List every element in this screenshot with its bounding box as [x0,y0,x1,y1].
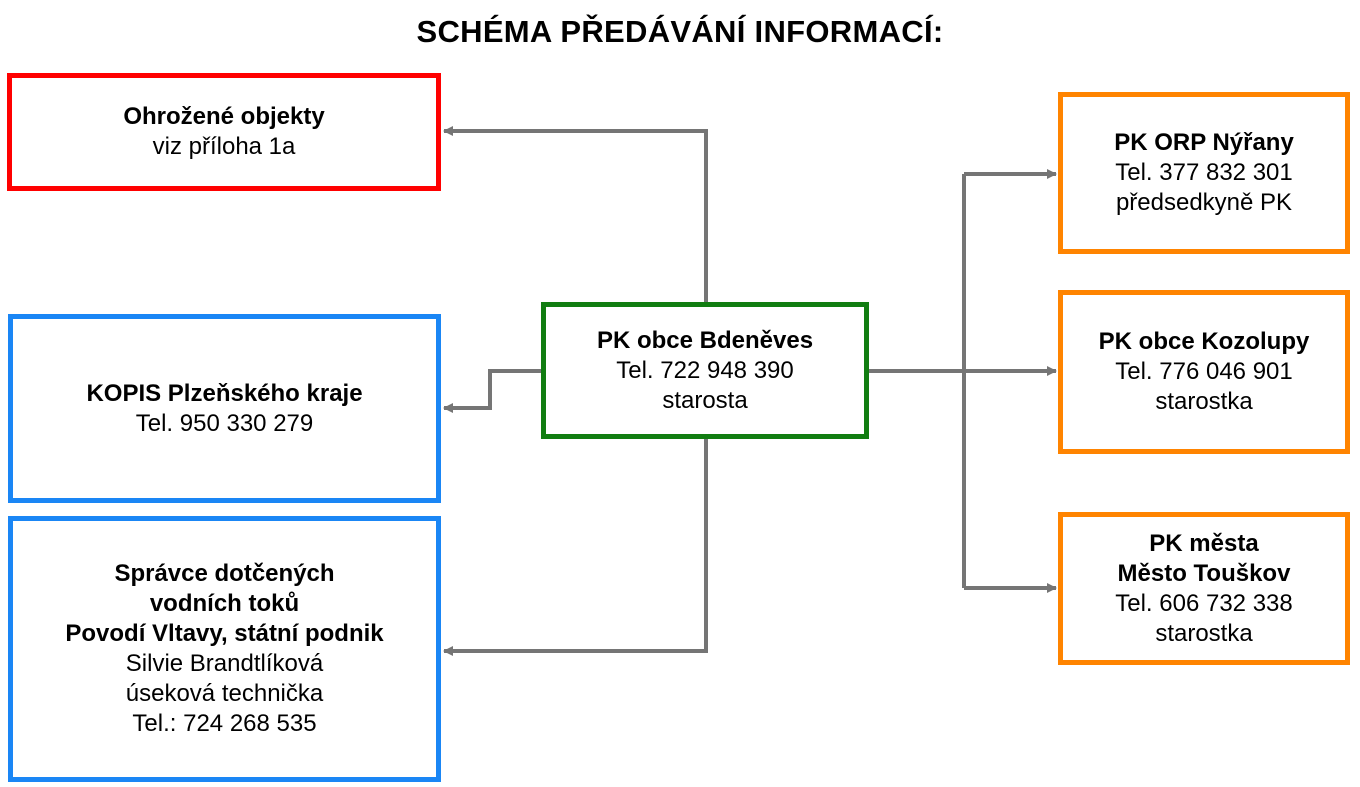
arrow-to-ohrozene-objekty [443,126,708,302]
node-phone: Tel. 722 948 390 [616,356,794,384]
node-label: Ohrožené objekty [123,103,325,130]
node-label: PK ORP Nýřany [1114,129,1294,156]
node-phone: Tel. 776 046 901 [1115,358,1293,385]
node-kopis: KOPIS Plzeňského kraje Tel. 950 330 279 [8,314,441,503]
node-ohrozene-objekty: Ohrožené objekty viz příloha 1a [7,73,441,191]
diagram-title: SCHÉMA PŘEDÁVÁNÍ INFORMACÍ: [416,14,944,49]
node-role: starostka [1155,619,1253,647]
node-orp-nyrany: PK ORP Nýřany Tel. 377 832 301 předsedky… [1058,92,1350,254]
node-label: PK obce Bdeněves [596,326,814,354]
node-label: Povodí Vltavy, státní podnik [65,620,384,647]
node-role: starostka [1155,388,1253,415]
node-phone: Tel.: 724 268 535 [132,710,317,737]
node-label: KOPIS Plzeňského kraje [86,379,363,407]
node-phone: Tel. 606 732 338 [1115,589,1293,617]
node-contact-role: úseková technička [125,680,324,707]
node-contact-name: Silvie Brandtlíková [125,650,324,677]
node-label: vodních toků [149,590,300,617]
node-label: PK města [1149,529,1259,557]
node-mesto-touskov: PK města Město Touškov Tel. 606 732 338 … [1058,512,1350,665]
node-role: předsedkyně PK [1115,189,1293,216]
node-phone: Tel. 950 330 279 [135,409,314,437]
arrow-to-spravce [443,438,708,656]
node-phone: Tel. 377 832 301 [1115,159,1293,186]
node-spravce-toku: Správce dotčených vodních toků Povodí Vl… [8,516,441,782]
node-detail: viz příloha 1a [152,133,296,160]
node-kozolupy: PK obce Kozolupy Tel. 776 046 901 staros… [1058,290,1350,454]
node-role: starosta [662,386,748,414]
node-center-bdeneves: PK obce Bdeněves Tel. 722 948 390 staros… [541,302,869,439]
arrow-to-kopis [443,369,543,413]
node-label: Město Touškov [1117,559,1291,587]
node-label: Správce dotčených [114,560,335,587]
node-label: PK obce Kozolupy [1098,328,1310,355]
